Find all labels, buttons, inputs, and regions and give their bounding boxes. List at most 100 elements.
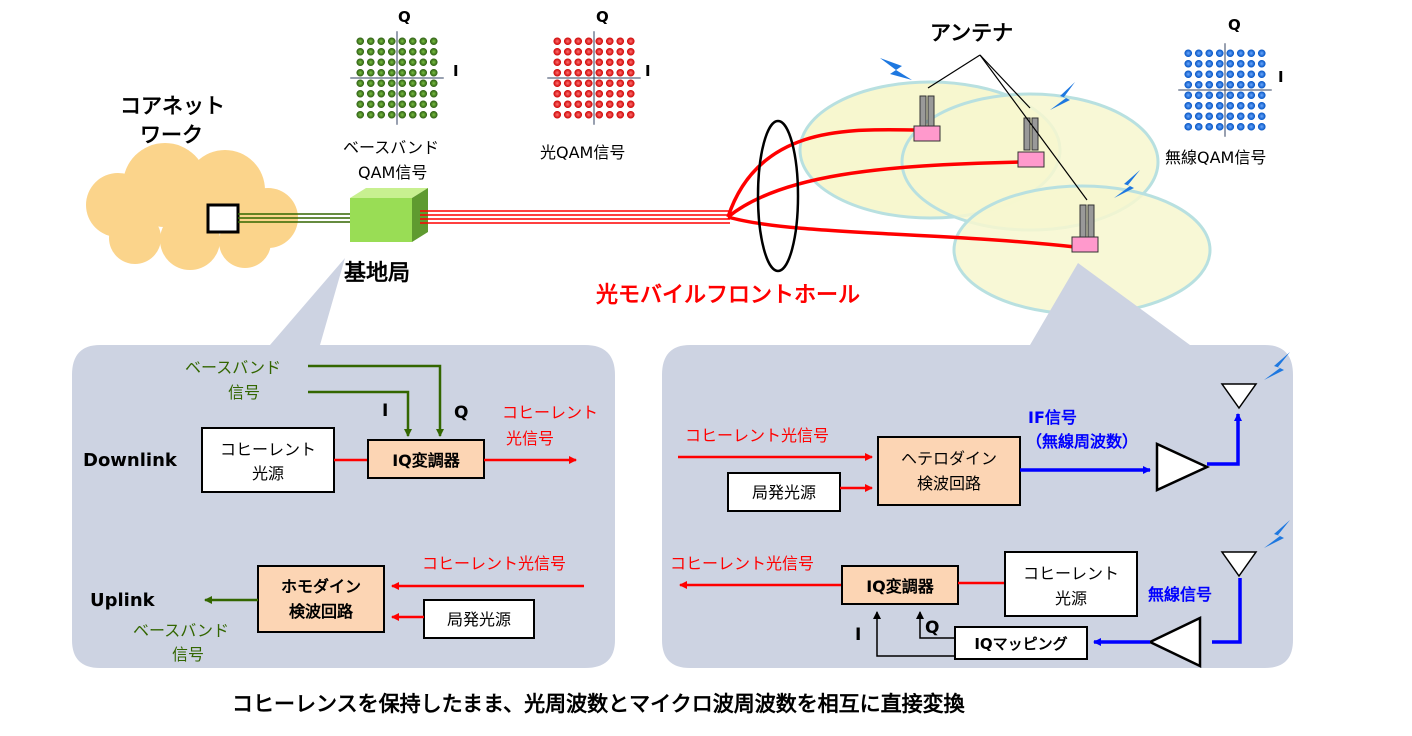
constellation-point xyxy=(1194,49,1203,58)
constellation-point xyxy=(366,58,375,67)
constellation-point xyxy=(1236,59,1245,68)
constellation-point xyxy=(595,100,604,109)
constellation-point xyxy=(626,37,635,46)
constellation-point xyxy=(1215,122,1224,131)
constellation-point xyxy=(1184,59,1193,68)
constellation-point xyxy=(1257,49,1266,58)
constellation-point xyxy=(408,68,417,77)
constellation-point xyxy=(387,37,396,46)
constellation-point xyxy=(356,89,365,98)
axis-q-red: Q xyxy=(596,8,609,26)
constellation-point xyxy=(366,47,375,56)
constellation-point xyxy=(605,89,614,98)
constellation-point xyxy=(584,100,593,109)
constellation-point xyxy=(1247,112,1256,121)
rp-iq-modulator-box xyxy=(841,565,959,605)
constellation-point xyxy=(1205,91,1214,100)
constellation-point xyxy=(429,110,438,119)
constellation-point xyxy=(1247,122,1256,131)
constellation-point xyxy=(377,47,386,56)
constellation-point xyxy=(1184,91,1193,100)
baseband-qam-label-2: QAM信号 xyxy=(358,163,427,182)
rp-tx-feed-arrow xyxy=(1207,413,1242,466)
constellation-point xyxy=(1215,59,1224,68)
constellation-point xyxy=(419,100,428,109)
constellation-point xyxy=(1194,122,1203,131)
constellation-point xyxy=(626,89,635,98)
baseband-link xyxy=(238,213,352,223)
fronthaul-fiber xyxy=(420,210,730,224)
axis-i-green: I xyxy=(453,62,459,80)
wireless-qam-label: 無線QAM信号 xyxy=(1165,148,1266,167)
constellation-point xyxy=(356,37,365,46)
constellation-point xyxy=(553,100,562,109)
constellation-point xyxy=(429,58,438,67)
constellation-point xyxy=(616,37,625,46)
constellation-point xyxy=(1247,80,1256,89)
rp-wireless-signal-label: 無線信号 xyxy=(1148,585,1212,604)
axis-q-blue: Q xyxy=(1228,16,1241,34)
constellation-point xyxy=(1247,70,1256,79)
constellation-point xyxy=(553,68,562,77)
baseband-qam-label-1: ベースバンド xyxy=(343,138,439,157)
constellation-point xyxy=(1247,101,1256,110)
constellation-point xyxy=(356,47,365,56)
wireless-qam-constellation-icon xyxy=(1178,43,1272,137)
constellation-point xyxy=(408,47,417,56)
constellation-point xyxy=(366,37,375,46)
constellation-point xyxy=(1226,122,1235,131)
constellation-point xyxy=(563,89,572,98)
constellation-point xyxy=(1226,80,1235,89)
constellation-point xyxy=(398,68,407,77)
fronthaul-label: 光モバイルフロントホール xyxy=(595,283,860,308)
constellation-point xyxy=(1236,112,1245,121)
constellation-point xyxy=(1257,70,1266,79)
constellation-point xyxy=(595,110,604,119)
base-station-cube xyxy=(350,188,428,242)
rp-heterodyne-label-1: ヘテロダイン xyxy=(901,449,997,468)
constellation-point xyxy=(1247,49,1256,58)
constellation-point xyxy=(1184,70,1193,79)
constellation-point xyxy=(429,47,438,56)
constellation-point xyxy=(626,110,635,119)
constellation-point xyxy=(605,100,614,109)
constellation-point xyxy=(563,58,572,67)
constellation-point xyxy=(429,68,438,77)
constellation-point xyxy=(419,47,428,56)
constellation-point xyxy=(574,58,583,67)
constellation-point xyxy=(387,89,396,98)
constellation-point xyxy=(398,47,407,56)
uplink-label: Uplink xyxy=(90,590,156,611)
constellation-point xyxy=(366,110,375,119)
constellation-point xyxy=(574,89,583,98)
constellation-point xyxy=(1257,101,1266,110)
constellation-point xyxy=(595,47,604,56)
rp-tx-amplifier-icon xyxy=(1155,442,1210,492)
constellation-point xyxy=(366,68,375,77)
lp-coherent-out-label-2: 光信号 xyxy=(506,429,554,448)
constellation-point xyxy=(616,68,625,77)
constellation-point xyxy=(377,58,386,67)
lp-local-source-box xyxy=(423,599,535,639)
constellation-point xyxy=(1257,80,1266,89)
constellation-point xyxy=(419,110,428,119)
lp-homodyne-label-2: 検波回路 xyxy=(289,602,354,621)
rp-coherent-out-label: コヒーレント光信号 xyxy=(670,554,814,573)
core-network-label-1: コアネット xyxy=(120,94,225,118)
constellation-point xyxy=(1247,91,1256,100)
antenna-label-lines xyxy=(927,54,1088,201)
constellation-point xyxy=(574,110,583,119)
lp-baseband-out-label-2: 信号 xyxy=(172,645,204,664)
constellation-point xyxy=(408,58,417,67)
constellation-point xyxy=(626,100,635,109)
constellation-point xyxy=(595,89,604,98)
constellation-point xyxy=(377,68,386,77)
constellation-point xyxy=(1194,91,1203,100)
constellation-point xyxy=(1215,80,1224,89)
constellation-point xyxy=(1226,101,1235,110)
constellation-point xyxy=(387,68,396,77)
rp-q-label: Q xyxy=(925,618,939,638)
constellation-point xyxy=(398,58,407,67)
constellation-point xyxy=(563,47,572,56)
antenna-units xyxy=(913,95,1099,253)
